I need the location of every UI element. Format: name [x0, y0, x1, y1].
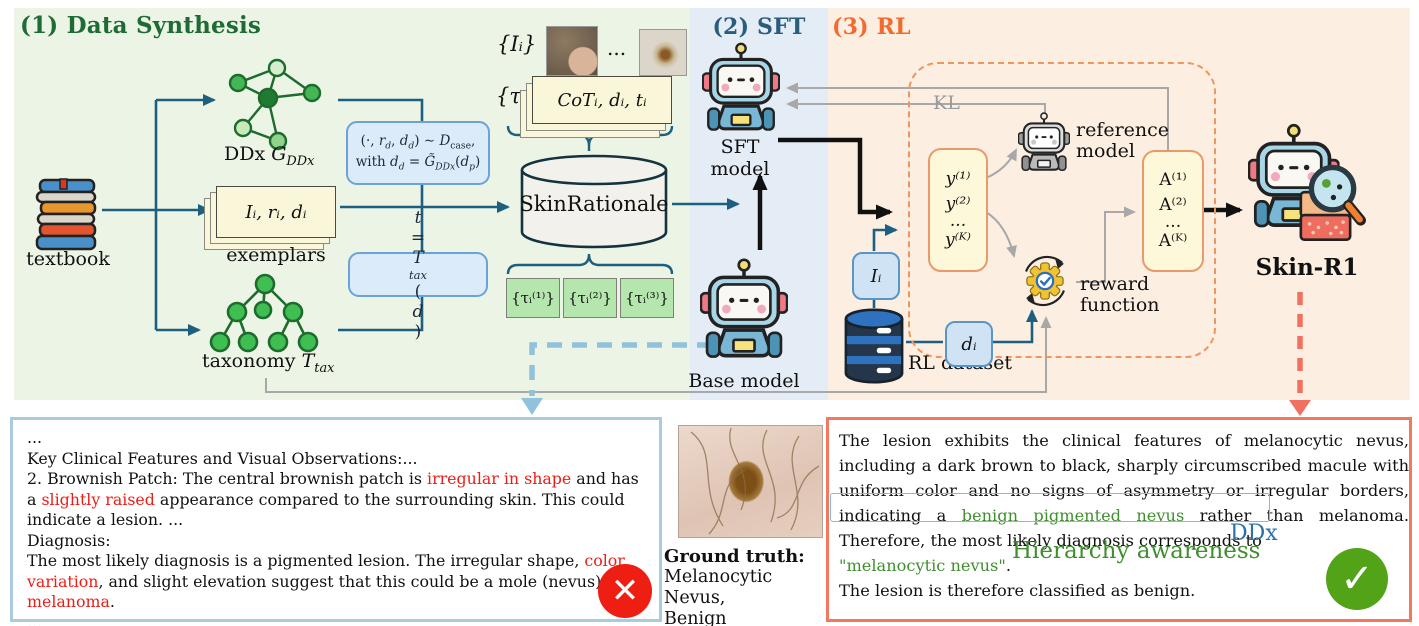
image-set-label: {Iᵢ} [497, 32, 537, 56]
formula-line: with dd = G̃DDx(dp) [355, 154, 481, 173]
output-line: Diagnosis: [27, 530, 111, 550]
ground-truth-photo [678, 425, 823, 538]
ddx-annotation-label: DDx [1230, 521, 1278, 546]
reference-model-robot-icon [1018, 112, 1070, 177]
output-line: Key Clinical Features and Visual Observa… [27, 448, 418, 468]
skin-r1-label: Skin-R1 [1255, 254, 1359, 281]
advantage-item: A⁽¹⁾ [1159, 170, 1187, 191]
taxonomy-tree-icon [209, 273, 319, 353]
advantages-box: A⁽¹⁾ A⁽²⁾ ... A⁽ᴷ⁾ [1142, 150, 1204, 272]
success-check-icon: ✓ [1326, 548, 1388, 610]
formula-line: (·, rd, dd) ∼ Dcase, [360, 133, 476, 152]
exemplar-card: Iᵢ, rᵢ, dᵢ [216, 186, 336, 238]
rollout-item: y⁽ᴷ⁾ [945, 230, 971, 251]
textbook-label: textbook [26, 248, 110, 270]
tau-subset-box-1: {τᵢ⁽¹⁾} [506, 278, 560, 318]
ground-truth-block: Ground truth: Melanocytic Nevus, Benign [664, 546, 822, 626]
ground-truth-label: Ground truth: [664, 546, 805, 567]
advantage-item: A⁽ᴷ⁾ [1158, 231, 1188, 252]
ddx-highlight-box [830, 493, 1270, 522]
rollout-ellipsis: ... [949, 211, 967, 232]
kl-label: KL [933, 92, 960, 114]
cot-card: CoTᵢ, dᵢ, tᵢ [532, 76, 672, 124]
advantage-item: A⁽²⁾ [1159, 194, 1187, 215]
output-closing-line: The lesion is therefore classified as be… [839, 580, 1196, 600]
sft-title: (2) SFT [712, 14, 806, 40]
reward-function-icon [1014, 248, 1076, 314]
error-cross-icon: ✕ [598, 564, 652, 618]
output-line: ... [27, 612, 43, 626]
ddx-sampling-formula: (·, rd, dd) ∼ Dcase, with dd = G̃DDx(dp) [346, 121, 490, 185]
rl-dataset-icon [842, 308, 906, 384]
ground-truth-value: Melanocytic Nevus, [664, 567, 773, 608]
image-input-box: Iᵢ [852, 252, 900, 300]
ddx-graph-label: DDx GDDx [224, 143, 315, 169]
reward-function-label-line: function [1080, 294, 1160, 317]
output-quote-line: "melanocytic nevus". [839, 555, 1011, 575]
output-line: 2. Brownish Patch: The central brownish … [27, 469, 639, 530]
textbook-icon [34, 176, 100, 254]
taxonomy-label: taxonomy Ttax [202, 350, 335, 376]
ddx-graph-icon [228, 58, 322, 151]
advantage-ellipsis: ... [1164, 212, 1182, 233]
skin-image-thumbnail [546, 26, 598, 76]
database-cylinder-icon [520, 154, 668, 249]
reward-function-label: reward function [1080, 273, 1160, 317]
sft-model-robot-icon [702, 42, 780, 140]
skin-image-thumbnail [639, 29, 687, 76]
ground-truth-value: Benign [664, 608, 727, 626]
output-line: The most likely diagnosis is a pigmented… [27, 551, 638, 612]
rollouts-box: y⁽¹⁾ y⁽²⁾ ... y⁽ᴷ⁾ [928, 148, 988, 272]
output-paragraph: The lesion exhibits the clinical feature… [839, 431, 1409, 550]
output-line: ... [27, 428, 43, 447]
skin-r1-robot-icon [1248, 123, 1366, 242]
exemplars-label: exemplars [226, 244, 326, 266]
hierarchy-awareness-label: Hierarchy awareness [1012, 538, 1261, 564]
base-model-robot-icon [700, 258, 788, 368]
tau-subset-box-3: {τᵢ⁽³⁾} [620, 278, 674, 318]
data-synthesis-title: (1) Data Synthesis [20, 12, 262, 39]
base-model-output-panel: ... Key Clinical Features and Visual Obs… [10, 417, 662, 626]
reference-model-label: reference model [1076, 119, 1170, 163]
tau-subset-box-2: {τᵢ⁽²⁾} [563, 278, 617, 318]
rollout-item: y⁽¹⁾ [945, 169, 971, 190]
reward-function-label-line: reward [1080, 273, 1150, 295]
sft-model-label: SFT model [710, 136, 770, 180]
skinrationale-label: SkinRationale [519, 192, 669, 216]
reference-model-label-line: reference [1076, 119, 1170, 141]
grpo-dashed-box [908, 62, 1216, 358]
rollout-item: y⁽²⁾ [945, 193, 971, 214]
reference-model-label-line: model [1076, 140, 1135, 163]
skin-r1-output-panel: The lesion exhibits the clinical feature… [826, 417, 1412, 622]
ellipsis-label: ... [607, 36, 627, 60]
rl-title: (3) RL [832, 14, 911, 40]
diagnosis-input-box: dᵢ [945, 321, 993, 367]
base-model-label: Base model [688, 370, 800, 392]
